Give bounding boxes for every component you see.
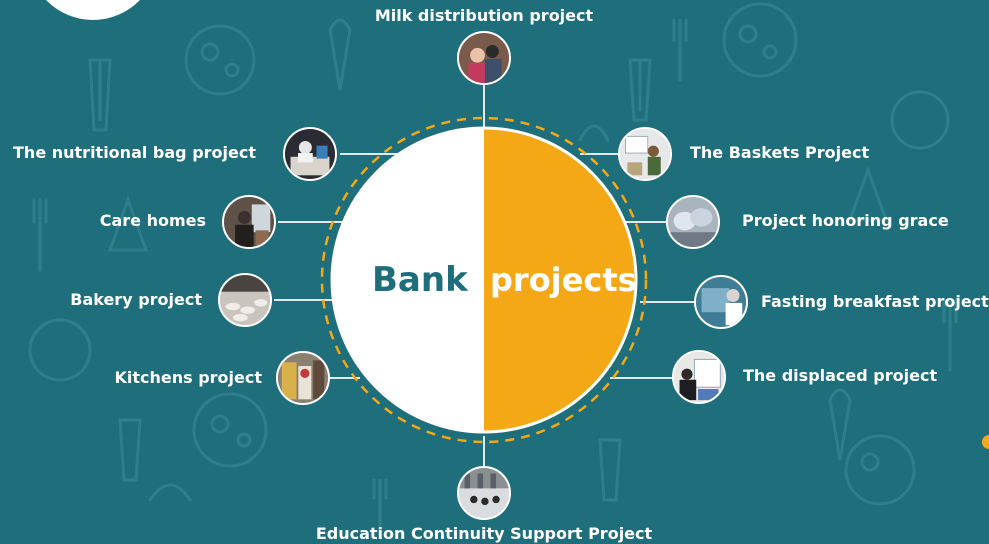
hub-right-half <box>484 128 636 432</box>
project-label-bakery: Bakery project <box>70 290 202 309</box>
honoring-grace-photo <box>666 195 720 249</box>
care-homes-photo <box>222 195 276 249</box>
displaced-photo <box>672 350 726 404</box>
edge-accent-dot <box>982 435 989 449</box>
milk-distribution-photo <box>457 31 511 85</box>
nutritional-bag-photo <box>283 127 337 181</box>
project-label-displaced: The displaced project <box>743 366 938 385</box>
education-photo <box>457 466 511 520</box>
project-label-honoring-grace: Project honoring grace <box>742 211 949 230</box>
project-label-education: Education Continuity Support Project <box>315 524 653 543</box>
project-label-baskets: The Baskets Project <box>690 143 870 162</box>
fasting-breakfast-photo <box>694 275 748 329</box>
hub-word-right: projects <box>490 261 637 299</box>
bakery-photo <box>218 273 272 327</box>
hub-word-left: Bank <box>372 260 468 300</box>
kitchens-photo <box>276 351 330 405</box>
project-label-care-homes: Care homes <box>99 211 206 230</box>
hub-left-half <box>332 128 484 432</box>
baskets-photo <box>618 127 672 181</box>
project-label-nutritional-bag: The nutritional bag project <box>13 143 256 162</box>
hub-dashed-ring <box>320 116 648 444</box>
hub-outline <box>330 126 638 434</box>
project-label-kitchens: Kitchens project <box>114 368 262 387</box>
project-label-milk: Milk distribution project <box>374 6 594 25</box>
project-label-fasting-breakfast: Fasting breakfast project <box>761 292 989 311</box>
connector-lines <box>274 84 696 468</box>
